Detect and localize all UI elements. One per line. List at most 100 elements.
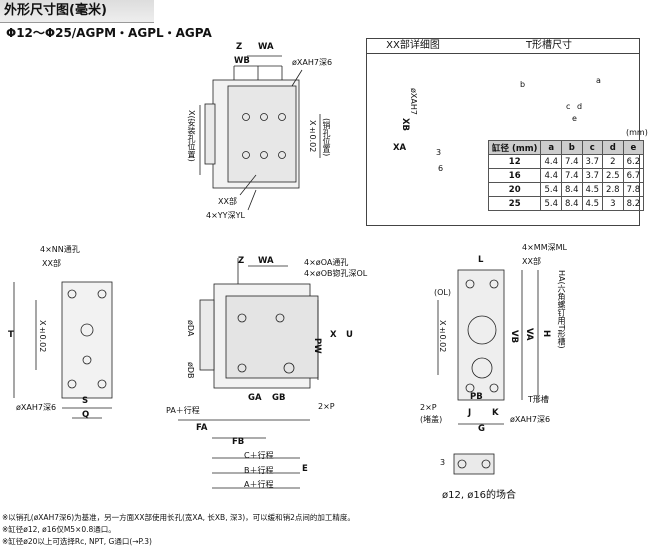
dim-t: T bbox=[8, 330, 14, 340]
front-view bbox=[13, 281, 113, 419]
rear-view bbox=[437, 269, 539, 475]
xx-part-label: XX部 bbox=[42, 259, 61, 268]
pin-hole-label: øXAH7深6 bbox=[292, 58, 333, 67]
dim-q: Q bbox=[82, 410, 90, 420]
c-stroke-label: C＋行程 bbox=[244, 451, 274, 460]
table-cell: 8.4 bbox=[560, 182, 583, 197]
table-cell: 4.5 bbox=[581, 182, 604, 197]
unit-label: (mm) bbox=[626, 128, 648, 137]
dim-xb: XB bbox=[400, 118, 410, 132]
nn-hole-label: 4×NN通孔 bbox=[40, 245, 80, 254]
table-cell: 6.2 bbox=[622, 154, 645, 169]
table-cell: 4.4 bbox=[540, 168, 562, 183]
depth-3-label: 3 bbox=[440, 458, 446, 467]
t-slot-label: T形槽 bbox=[528, 395, 549, 404]
bore-case-label: ø12, ø16的场合 bbox=[442, 490, 517, 501]
t-dim-e: e bbox=[572, 114, 577, 123]
dim-pw: PW bbox=[312, 338, 322, 354]
table-header: e bbox=[622, 140, 645, 155]
ol-label: (OL) bbox=[434, 288, 451, 297]
dim-va: VA bbox=[524, 328, 534, 341]
table-cell: 3.7 bbox=[581, 168, 604, 183]
table-cell: 8.2 bbox=[622, 196, 645, 211]
page-title: 外形尺寸图(毫米) bbox=[0, 0, 154, 23]
pin-position-label: (销孔位置) bbox=[322, 118, 331, 157]
table-header: c bbox=[581, 140, 604, 155]
dim-e: E bbox=[302, 464, 308, 474]
t-dim-b: b bbox=[520, 80, 526, 89]
table-cell: 5.4 bbox=[540, 196, 562, 211]
table-cell: 3 bbox=[602, 196, 624, 211]
dim-pb: PB bbox=[470, 392, 483, 402]
table-row: 25 5.4 8.4 4.5 3 8.2 bbox=[487, 196, 645, 211]
table-header: a bbox=[540, 140, 562, 155]
xx-part-label: XX部 bbox=[522, 257, 541, 266]
dim-u: U bbox=[346, 330, 353, 340]
note-line: ※缸径ø20以上可选择Rc, NPT, G通口(→P.3) bbox=[2, 537, 152, 546]
table-cell: 12 bbox=[487, 154, 542, 169]
table-cell: 3.7 bbox=[581, 154, 604, 169]
dim-x: X bbox=[330, 330, 337, 340]
dim-da: øDA bbox=[186, 320, 195, 337]
dim-z: Z bbox=[238, 256, 245, 266]
table-row: 16 4.4 7.4 3.7 2.5 6.7 bbox=[487, 168, 645, 183]
table-header-row: 缸径 (mm) a b c d e bbox=[487, 140, 645, 155]
a-stroke-label: A＋行程 bbox=[244, 480, 274, 489]
t-dim-c: c bbox=[566, 102, 571, 111]
dim-gb: GB bbox=[272, 393, 286, 403]
table-row: 20 5.4 8.4 4.5 2.8 7.8 bbox=[487, 182, 645, 197]
table-cell: 16 bbox=[487, 168, 542, 183]
mm-ml-label: 4×MM深ML bbox=[522, 243, 567, 252]
note-line: ※缸径ø12, ø16仅M5×0.8通口。 bbox=[2, 525, 116, 534]
plug-label: (堵盖) bbox=[420, 415, 443, 424]
table-cell: 7.4 bbox=[560, 154, 583, 169]
dim-z: Z bbox=[236, 42, 243, 52]
x-tolerance-label: X±0.02 bbox=[38, 320, 47, 353]
table-cell: 5.4 bbox=[540, 182, 562, 197]
xx-part-label: XX部 bbox=[218, 197, 237, 206]
dim-fa: FA bbox=[196, 423, 208, 433]
table-cell: 25 bbox=[487, 196, 542, 211]
ob-counterbore-label: 4×øOB锪孔深OL bbox=[304, 269, 368, 278]
table-cell: 6.7 bbox=[622, 168, 645, 183]
x-mount-label: X(安装孔位置) bbox=[187, 110, 196, 162]
side-view bbox=[178, 258, 319, 489]
dim-ga: GA bbox=[248, 393, 262, 403]
dim-k: K bbox=[492, 408, 499, 418]
page-subtitle: Φ12～Φ25/AGPM・AGPL・AGPA bbox=[6, 26, 212, 40]
x-tolerance-label: X±0.02 bbox=[438, 320, 447, 353]
table-header: b bbox=[560, 140, 583, 155]
table-header: 缸径 (mm) bbox=[487, 140, 542, 155]
pin-hole-label: øXAH7深6 bbox=[16, 403, 57, 412]
table-cell: 4.5 bbox=[581, 196, 604, 211]
t-dim-a: a bbox=[596, 76, 601, 85]
table-cell: 2 bbox=[602, 154, 624, 169]
depth-3-label: 3 bbox=[436, 148, 442, 157]
yy-yl-label: 4×YY深YL bbox=[206, 211, 245, 220]
dim-wb: WB bbox=[234, 56, 250, 66]
table-header: d bbox=[602, 140, 624, 155]
ha-t-slot-label: HA(六角螺钉用T形槽) bbox=[557, 270, 566, 349]
port-2p-label: 2×P bbox=[420, 403, 437, 412]
b-stroke-label: B＋行程 bbox=[244, 466, 274, 475]
xx-detail-title: XX部详细图 bbox=[367, 39, 459, 54]
dim-xa: XA bbox=[393, 143, 407, 153]
note-line: ※以销孔(øXAH7深6)为基准，另一方面XX部使用长孔(宽XA, 长XB, 深… bbox=[2, 513, 355, 522]
dim-h: H bbox=[541, 330, 551, 338]
pin-diameter-label: øXAH7 bbox=[409, 88, 418, 115]
pa-stroke-label: PA＋行程 bbox=[166, 406, 200, 415]
t-slot-title: T形槽尺寸 bbox=[459, 39, 639, 54]
x-tolerance-label: X±0.02 bbox=[308, 120, 317, 153]
dim-vb: VB bbox=[509, 330, 519, 344]
table-cell: 2.5 bbox=[602, 168, 624, 183]
t-dim-d: d bbox=[577, 102, 583, 111]
top-view bbox=[199, 55, 321, 211]
table-cell: 2.8 bbox=[602, 182, 624, 197]
table-cell: 4.4 bbox=[540, 154, 562, 169]
dim-db: øDB bbox=[186, 362, 195, 379]
table-cell: 7.8 bbox=[622, 182, 645, 197]
dim-fb: FB bbox=[232, 437, 245, 447]
dim-wa: WA bbox=[258, 42, 274, 52]
dim-l: L bbox=[478, 255, 484, 265]
